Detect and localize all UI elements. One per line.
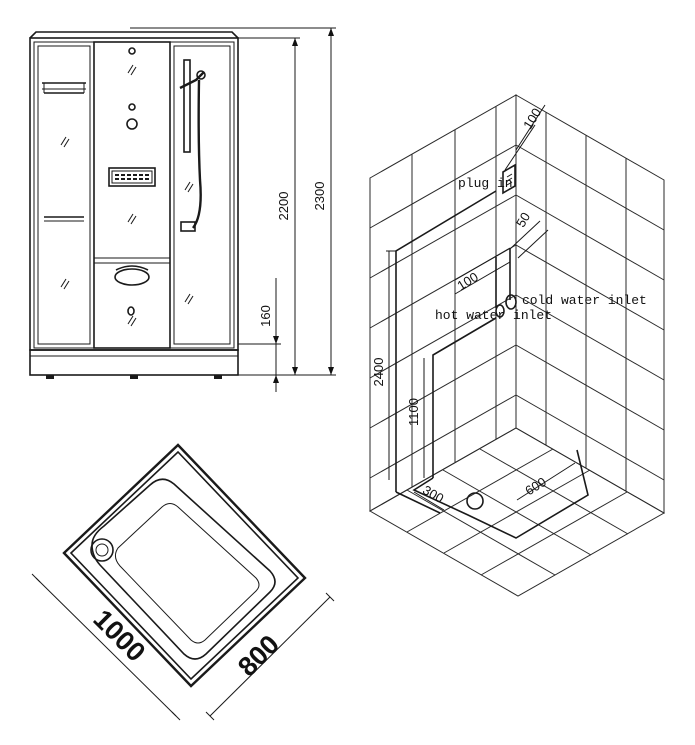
mixer-icon <box>180 221 196 232</box>
drain-knob-icon <box>127 306 135 316</box>
dim-inlet-100: 100 <box>454 269 480 293</box>
light-icon <box>128 47 136 55</box>
seat-icon <box>114 265 150 286</box>
foot <box>46 375 54 379</box>
dim-160: 160 <box>258 305 273 327</box>
glass-reflection-marks <box>60 64 194 327</box>
tray-outline <box>412 449 589 539</box>
cabin-frame-inner <box>33 41 235 349</box>
cable-run <box>395 190 497 492</box>
water-run <box>432 317 497 478</box>
dim-800: 800 <box>232 629 285 682</box>
dim-600: 600 <box>522 474 548 498</box>
hot-inlet-icon <box>495 304 505 318</box>
dim-2200: 2200 <box>276 192 291 221</box>
dim-pipe-50: 50 <box>513 210 533 230</box>
shelf-icon <box>42 82 86 94</box>
dim-1100: 1100 <box>406 398 421 426</box>
left-wall-grid <box>369 94 517 512</box>
hot-water-inlet-label: hot water inlet <box>435 308 552 323</box>
plug-socket-icon <box>502 104 546 195</box>
front-view: 2300 2200 160 <box>29 27 336 392</box>
center-panel <box>93 41 171 349</box>
tray-drain-icon <box>90 538 114 562</box>
floor-grid <box>368 427 666 597</box>
installation-view: 100 plug in 50 100 cold water inlet hot … <box>368 94 666 597</box>
cold-inlet-icon <box>505 294 517 310</box>
tray-rim <box>69 450 300 681</box>
plug-in-label: plug in <box>458 176 513 191</box>
cabin-base <box>29 349 239 376</box>
tray-view: 1000 800 <box>31 443 335 721</box>
control-panel-icon <box>108 167 156 187</box>
dim-2300: 2300 <box>312 182 327 211</box>
tray-outer <box>62 443 307 688</box>
cabin-frame <box>29 37 239 351</box>
foot <box>130 375 138 379</box>
left-glass-panel <box>37 45 91 345</box>
cable-run-floor <box>395 491 441 514</box>
jet-icon <box>126 118 138 130</box>
jet-icon <box>128 103 136 111</box>
tray-basin-inner <box>114 503 260 644</box>
dim-2400: 2400 <box>371 358 386 387</box>
tray-basin <box>91 478 276 660</box>
cold-water-inlet-label: cold water inlet <box>522 293 647 308</box>
foot <box>214 375 222 379</box>
shower-rail-icon <box>179 59 206 232</box>
right-glass-panel <box>173 45 231 345</box>
towel-bar-icon <box>44 216 84 222</box>
dim-1000: 1000 <box>88 604 152 668</box>
cabin-top-cap <box>29 31 239 39</box>
floor-drain-icon <box>466 492 484 510</box>
dimension-lines <box>130 27 336 392</box>
